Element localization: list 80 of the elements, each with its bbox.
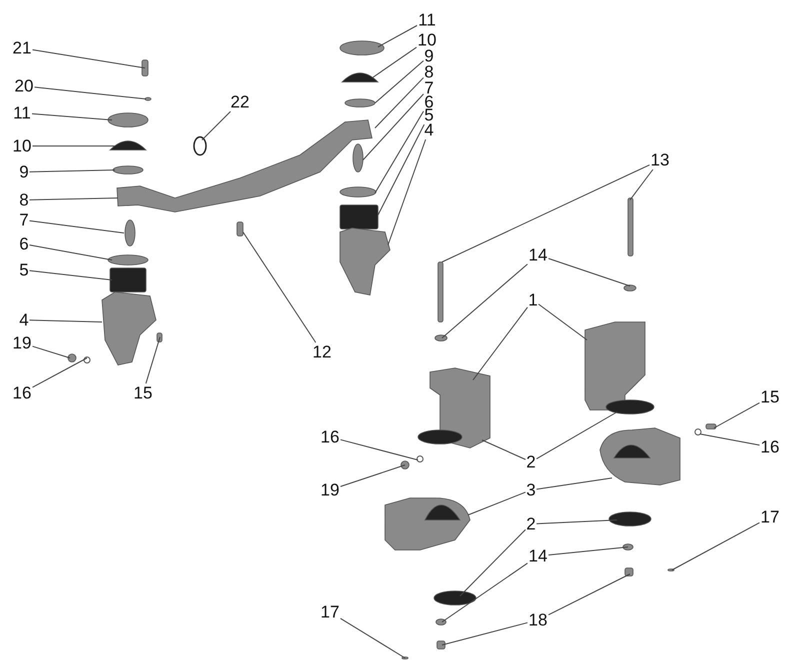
callout-number: 10 <box>12 138 32 154</box>
leader-line <box>374 110 424 194</box>
leader-line <box>32 113 112 120</box>
leader-line <box>536 520 618 524</box>
callout-number: 1 <box>528 292 538 308</box>
callout-number: 17 <box>760 508 780 526</box>
leader-line <box>32 346 70 358</box>
leader-line <box>536 412 618 460</box>
callout-number: 6 <box>19 236 29 252</box>
callout-number: 13 <box>650 152 670 168</box>
leader-line <box>29 244 112 260</box>
callout-number: 20 <box>14 78 34 94</box>
leader-line <box>630 169 654 200</box>
leader-line <box>29 198 118 200</box>
callout-number: 21 <box>12 40 32 56</box>
leader-line <box>388 139 426 246</box>
leader-line <box>145 336 160 384</box>
callout-number: 5 <box>424 106 434 124</box>
leader-line <box>29 320 102 322</box>
callout-number: 17 <box>320 604 340 620</box>
callout-number: 19 <box>320 482 340 498</box>
leader-line <box>378 124 425 216</box>
callout-number: 7 <box>19 212 29 228</box>
leader-line <box>538 304 588 340</box>
leader-line <box>372 46 417 78</box>
leader-line <box>442 264 528 338</box>
leader-line <box>536 478 612 490</box>
leader-line <box>548 546 628 556</box>
leader-line <box>29 270 112 280</box>
callout-number: 22 <box>230 94 250 110</box>
leader-line <box>442 164 650 262</box>
callout-number: 2 <box>526 454 536 470</box>
leader-line <box>34 86 146 100</box>
callout-number: 5 <box>19 262 29 278</box>
callout-number: 7 <box>424 80 434 96</box>
callout-number: 16 <box>760 438 780 456</box>
callout-number: 18 <box>528 612 548 628</box>
leader-line <box>460 529 526 596</box>
callout-number: 4 <box>424 122 434 138</box>
callout-number: 9 <box>19 164 29 180</box>
callout-number: 14 <box>528 246 548 264</box>
leader-line <box>472 306 528 380</box>
leader-line <box>202 111 231 140</box>
leader-line <box>32 49 146 68</box>
leader-line <box>29 220 124 234</box>
leader-line <box>242 232 316 343</box>
leader-line <box>340 439 418 460</box>
callout-number: 12 <box>312 344 332 360</box>
callout-number: 2 <box>526 516 536 532</box>
leader-line <box>442 562 528 622</box>
leader-line <box>340 618 406 658</box>
leader-line <box>362 94 424 160</box>
leader-line <box>374 77 424 128</box>
leader-line <box>672 522 760 570</box>
callout-number: 3 <box>526 482 536 498</box>
leader-line <box>548 258 630 286</box>
leader-line <box>374 60 424 104</box>
callout-number: 15 <box>760 388 780 406</box>
callout-number: 8 <box>424 64 434 80</box>
leader-line <box>29 170 116 172</box>
callout-number: 11 <box>418 12 436 28</box>
leader-line <box>32 358 88 388</box>
callout-number: 8 <box>19 192 29 208</box>
leader-line <box>378 25 418 48</box>
leader-line <box>468 492 526 516</box>
leader-line <box>340 464 406 487</box>
callout-number: 9 <box>424 48 434 64</box>
callout-number: 14 <box>528 548 548 564</box>
callout-number: 4 <box>19 312 29 328</box>
leader-line <box>700 434 760 446</box>
callout-number: 15 <box>134 384 152 402</box>
leader-line <box>548 574 630 616</box>
callout-number: 11 <box>13 104 31 122</box>
leader-line <box>482 440 526 460</box>
callout-number: 16 <box>12 384 32 402</box>
callout-number: 16 <box>320 428 340 446</box>
leader-line <box>442 622 528 646</box>
callout-number: 19 <box>12 334 32 352</box>
callout-number: 10 <box>418 32 436 48</box>
leader-line <box>714 402 760 428</box>
